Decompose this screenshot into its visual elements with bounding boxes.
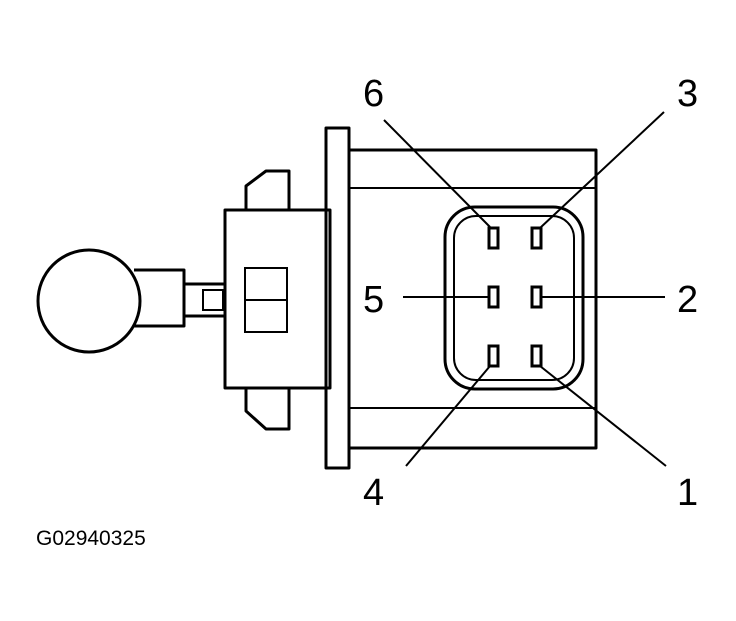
pin-6-terminal: [487, 226, 500, 250]
pin-label-6: 6: [363, 73, 384, 115]
knob-stem: [134, 268, 186, 328]
pin-5-terminal: [487, 285, 500, 309]
lower-latch: [244, 388, 291, 431]
pin-label-1: 1: [677, 472, 698, 514]
stem-neck: [184, 282, 225, 318]
pin-1-terminal: [530, 344, 543, 368]
pin-label-3: 3: [677, 73, 698, 115]
pin-label-5: 5: [363, 279, 384, 321]
figure-id: G02940325: [36, 527, 146, 550]
pin-2-terminal: [530, 285, 543, 309]
pin-3-leader: [539, 111, 665, 229]
pin-1-leader: [539, 365, 667, 467]
stem-nub: [202, 289, 224, 311]
pin-label-4: 4: [363, 472, 384, 514]
upper-latch: [244, 169, 291, 210]
connector-body: [347, 148, 598, 450]
rear-housing: [223, 208, 332, 390]
round-knob: [36, 248, 142, 354]
pin-4-leader: [405, 365, 491, 467]
pin-6-leader: [383, 119, 491, 228]
pin-label-2: 2: [677, 279, 698, 321]
pin-3-terminal: [530, 226, 543, 250]
pin-4-terminal: [487, 344, 500, 368]
